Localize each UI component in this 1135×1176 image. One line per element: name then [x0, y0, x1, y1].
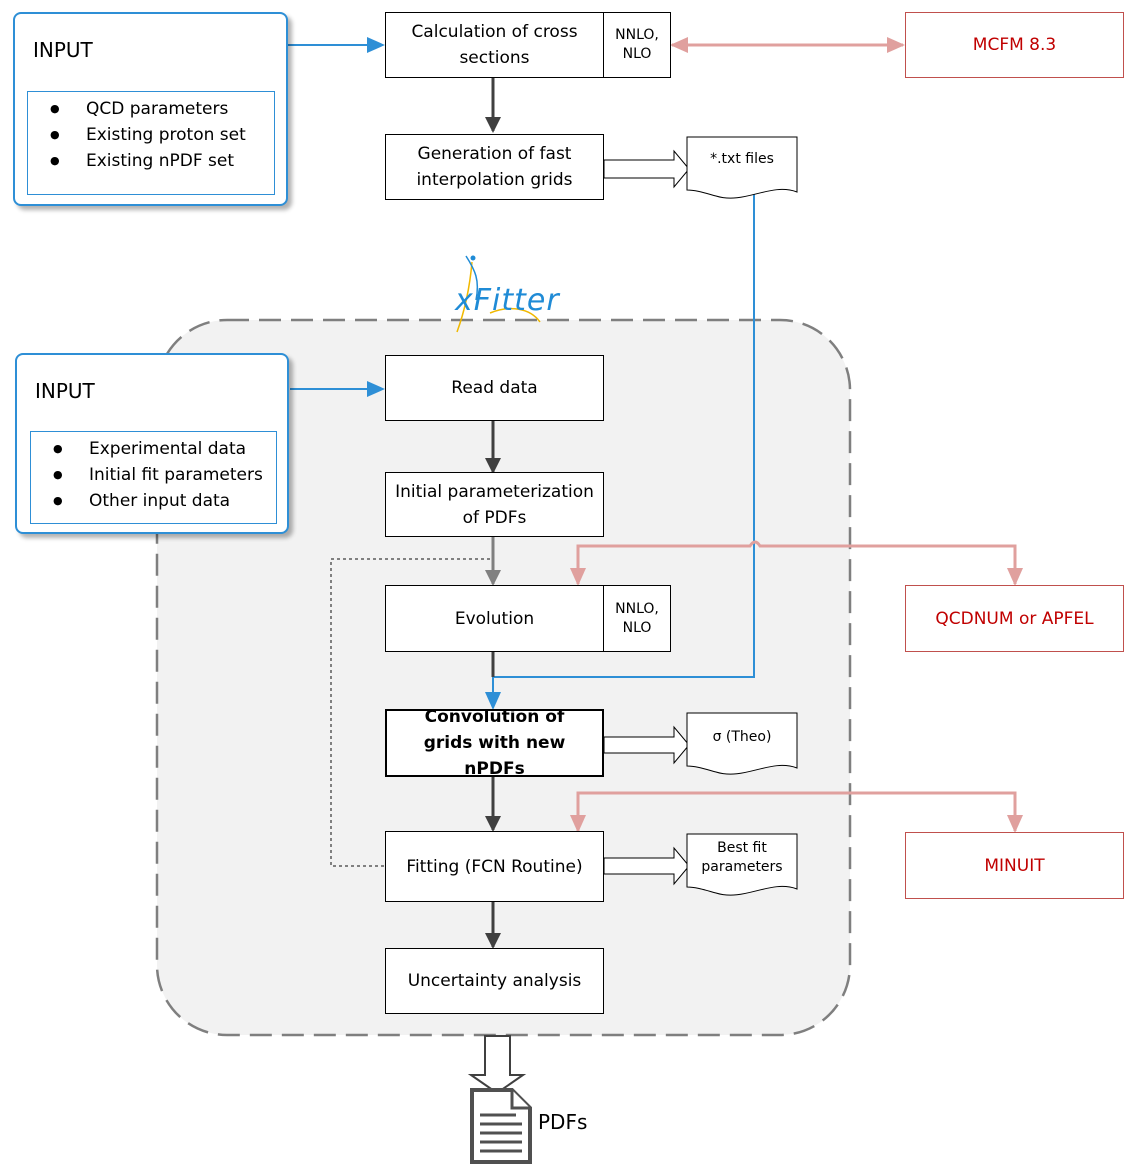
- theo-doc-shape: [686, 712, 798, 775]
- theo-label: σ (Theo): [712, 729, 772, 745]
- feedback-loop: [330, 558, 493, 867]
- qcdnum-box: QCDNUM or APFEL: [905, 585, 1124, 652]
- minuit-box: MINUIT: [905, 832, 1124, 899]
- evolution-order-tag: NNLO, NLO: [603, 585, 671, 652]
- pdf-document-icon: [470, 1088, 532, 1164]
- bestfit-doc-shape: [686, 833, 798, 896]
- qcdnum-connector: [576, 540, 1017, 583]
- fitting-to-bestfit-arrow: [603, 846, 690, 886]
- gen-to-txt-arrow: [603, 149, 690, 189]
- input-item-fitpar: Initial fit parameters: [31, 462, 276, 488]
- input-mid-list: Experimental data Initial fit parameters…: [30, 431, 277, 524]
- pdfs-output-arrow: [467, 1035, 527, 1095]
- conv-to-theo-arrow: [603, 725, 690, 765]
- input-top-list: QCD parameters Existing proton set Exist…: [27, 91, 275, 195]
- input-item-proton: Existing proton set: [28, 122, 274, 148]
- input-item-qcd: QCD parameters: [28, 96, 274, 122]
- input-mid-title: INPUT: [35, 379, 95, 403]
- convolution-box: Convolution of grids with new nPDFs: [385, 707, 604, 779]
- initpar-box: Initial parameterization of PDFs: [385, 472, 604, 537]
- bestfit-label: Best fit parameters: [701, 840, 783, 875]
- txt-doc-shape: [686, 136, 798, 199]
- xfitter-logo-swirl: [456, 255, 541, 333]
- grids-link-line: [493, 188, 755, 678]
- input-item-npdf: Existing nPDF set: [28, 148, 274, 174]
- xfitter-logo: xFitter: [455, 283, 560, 318]
- fitting-box: Fitting (FCN Routine): [385, 831, 604, 902]
- input-mid-panel: INPUT Experimental data Initial fit para…: [15, 353, 289, 534]
- pdfs-label: PDFs: [538, 1110, 588, 1134]
- read-data-box: Read data: [385, 355, 604, 421]
- input-item-other: Other input data: [31, 488, 276, 514]
- gen-grids-box: Generation of fast interpolation grids: [385, 134, 604, 200]
- input-item-exp: Experimental data: [31, 436, 276, 462]
- input-top-title: INPUT: [33, 38, 93, 62]
- calc-cross-sections-box: Calculation of cross sections: [385, 12, 604, 78]
- evolution-box: Evolution: [385, 585, 604, 652]
- calc-order-tag: NNLO, NLO: [603, 12, 671, 78]
- mcfm-box: MCFM 8.3: [905, 12, 1124, 78]
- txt-files-label: *.txt files: [710, 151, 774, 167]
- input-top-panel: INPUT QCD parameters Existing proton set…: [13, 12, 288, 206]
- uncertainty-box: Uncertainty analysis: [385, 948, 604, 1014]
